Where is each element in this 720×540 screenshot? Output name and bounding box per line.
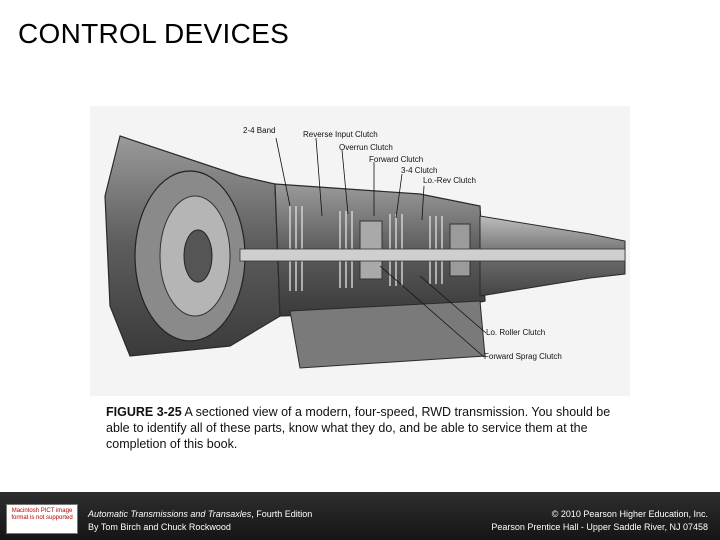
footer-bar: Macintosh PICT image format is not suppo… [0,492,720,540]
copyright-text: © 2010 Pearson Higher Education, Inc. [551,509,708,519]
label-forward-clutch: Forward Clutch [369,155,424,164]
publisher-text: Pearson Prentice Hall - Upper Saddle Riv… [491,522,708,532]
transmission-cutaway-illustration [104,135,626,369]
label-3-4-clutch: 3-4 Clutch [401,166,438,175]
pict-placeholder-image: Macintosh PICT image format is not suppo… [6,504,78,534]
label-forward-sprag-clutch: Forward Sprag Clutch [484,352,562,361]
book-title: Automatic Transmissions and Transaxles [88,509,252,519]
label-overrun-clutch: Overrun Clutch [339,143,393,152]
book-edition: , Fourth Edition [251,509,313,519]
caption-text: A sectioned view of a modern, four-speed… [106,405,611,451]
transmission-figure: 2-4 Band Reverse Input Clutch Overrun Cl… [90,106,630,396]
label-reverse-input-clutch: Reverse Input Clutch [303,130,378,139]
slide-title: CONTROL DEVICES [18,18,290,49]
footer-publisher-info: © 2010 Pearson Higher Education, Inc. Pe… [491,508,708,534]
label-lo-roller-clutch: Lo. Roller Clutch [486,328,546,337]
label-2-4-band: 2-4 Band [243,126,276,135]
figure-caption: FIGURE 3-25 A sectioned view of a modern… [106,404,626,452]
figure-number: FIGURE 3-25 [106,405,182,419]
book-authors: By Tom Birch and Chuck Rockwood [88,522,231,532]
footer-book-info: Automatic Transmissions and Transaxles, … [88,508,312,534]
label-lo-rev-clutch: Lo.-Rev Clutch [423,176,476,185]
